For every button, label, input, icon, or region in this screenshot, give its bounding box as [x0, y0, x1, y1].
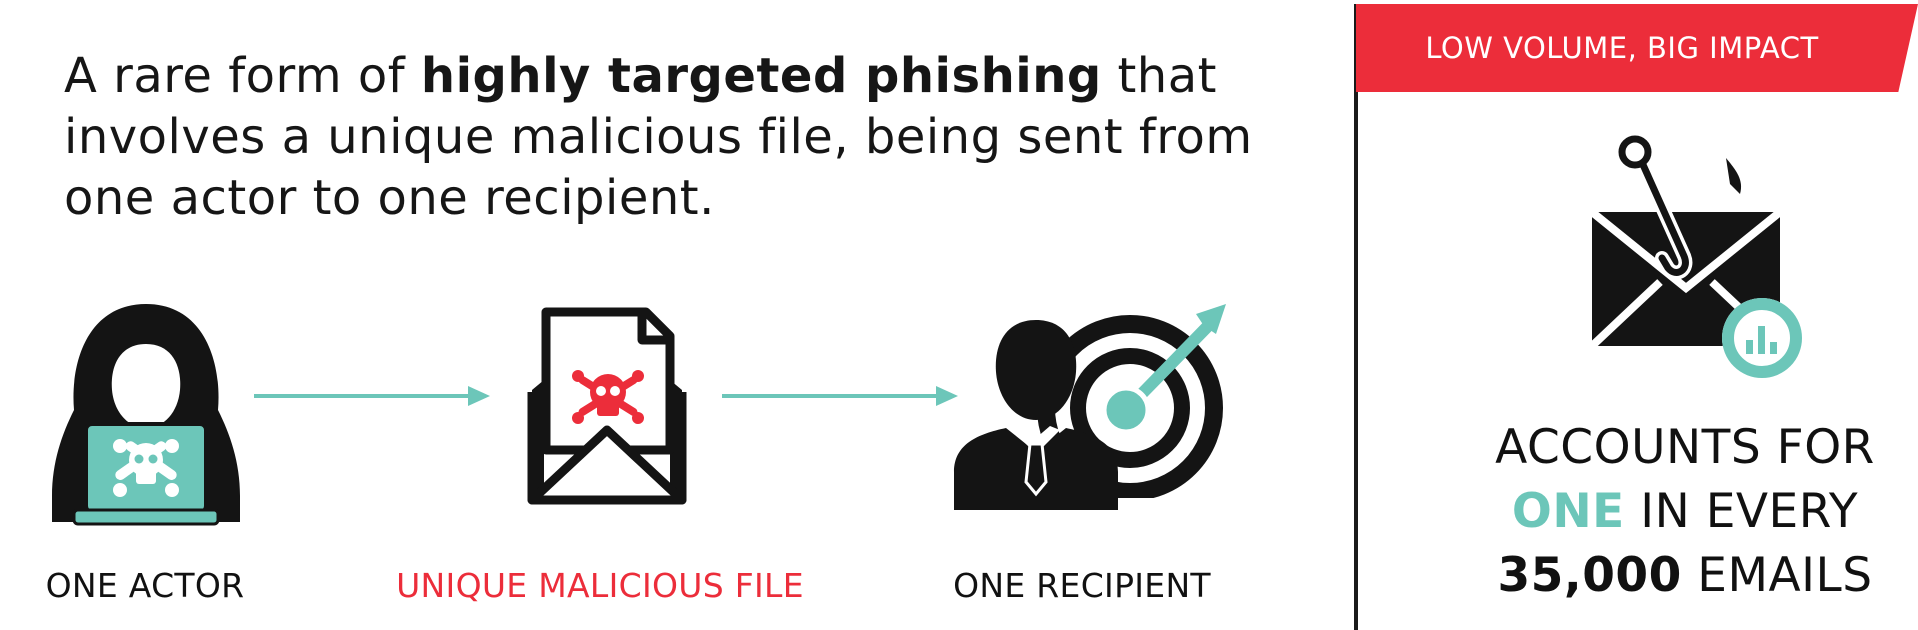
hooded-hacker-icon [52, 304, 240, 526]
stat-line-3-rest: EMAILS [1681, 548, 1873, 603]
stat-line-2-rest: IN EVERY [1624, 484, 1859, 539]
stat-accent: ONE [1511, 484, 1625, 539]
intro-text-end: that involves a unique malicious file, b… [64, 48, 1253, 226]
impact-stat: ACCOUNTS FOR ONE IN EVERY 35,000 EMAILS [1440, 416, 1918, 608]
arrow-right-icon [254, 386, 490, 406]
actor-label: ONE ACTOR [45, 566, 245, 605]
stat-line-1: ACCOUNTS FOR [1495, 420, 1875, 475]
intro-highlight: highly targeted phishing [420, 48, 1102, 104]
stat-number: 35,000 [1497, 548, 1682, 603]
stat-line-2: ONE IN EVERY [1440, 480, 1918, 544]
phishing-hook-envelope-icon [1589, 135, 1802, 378]
businessman-icon [954, 320, 1118, 510]
file-label: UNIQUE MALICIOUS FILE [396, 566, 804, 605]
intro-text: A rare form of highly targeted phishing … [64, 46, 1284, 229]
chart-badge-icon [1722, 298, 1802, 378]
skull-crossbones-icon [572, 370, 644, 424]
skull-crossbones-icon [113, 439, 179, 497]
impact-banner-text: LOW VOLUME, BIG IMPACT [1425, 31, 1819, 65]
stat-line-3: 35,000 EMAILS [1440, 544, 1918, 608]
intro-text-start: A rare form of [64, 48, 421, 104]
arrow-right-icon [722, 386, 958, 406]
section-divider [1354, 4, 1358, 630]
recipient-label: ONE RECIPIENT [953, 566, 1211, 605]
impact-banner: LOW VOLUME, BIG IMPACT [1356, 4, 1918, 92]
malicious-file-envelope-icon [527, 307, 687, 505]
